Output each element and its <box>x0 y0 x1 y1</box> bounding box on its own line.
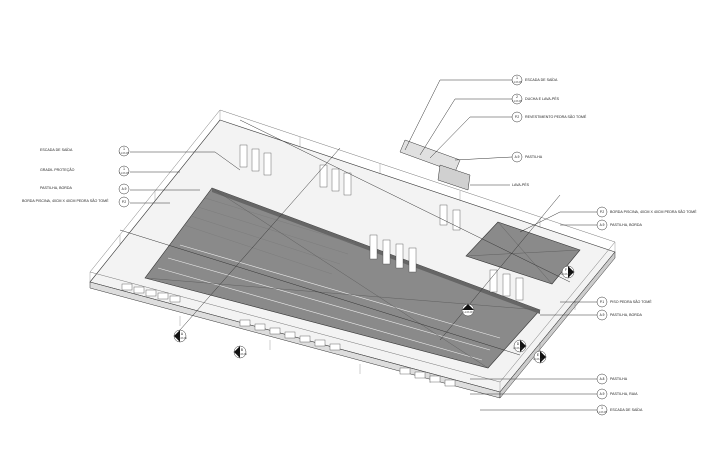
callout-right-4-code: A.8 <box>600 377 605 381</box>
callout-left-2-bubble <box>118 183 130 195</box>
callout-left-1-text: GRADIL PROTEÇÃO <box>40 167 75 172</box>
svg-text:L1.03.06: L1.03.06 <box>533 358 543 361</box>
small-pool <box>465 221 581 285</box>
callout-right-0-code: P.2 <box>600 210 605 214</box>
callout-left-3-code: P.2 <box>122 200 127 204</box>
section-mark-e: E L1.03.06 <box>533 350 547 364</box>
callout-right-2-code: P.1 <box>600 300 605 304</box>
callout-right-5-bubble <box>596 388 608 400</box>
callout-left-2-text: PASTILHA, BORDA <box>40 186 72 190</box>
callout-right-1-code: A.9 <box>600 223 605 227</box>
callout-left-3-bubble <box>118 196 130 208</box>
section-mark-f: F L1.03.06 <box>561 265 575 279</box>
svg-text:E: E <box>537 353 539 357</box>
svg-text:D: D <box>517 342 520 346</box>
callouts-top: 1 L1.03.06 ESCADA DE SAÍDA 2 L1.03.06 DU… <box>404 74 587 187</box>
svg-text:L1.03.06: L1.03.06 <box>177 337 187 340</box>
callout-right-1-bubble <box>596 219 608 231</box>
svg-text:L1.03.06: L1.03.06 <box>463 311 473 314</box>
svg-text:L1.03.06: L1.03.06 <box>513 347 523 350</box>
callout-right-1-text: PASTILHA, BORDA <box>610 223 642 227</box>
callout-top-1-text: DUCHA E LAVA-PÉS <box>525 96 560 101</box>
svg-text:L1.03.06: L1.03.06 <box>237 353 247 356</box>
callout-right-5-code: A.9 <box>600 392 605 396</box>
callout-left-0-text: ESCADA DE SAÍDA <box>40 148 73 152</box>
section-mark-b: B L1.03.06 <box>233 345 247 359</box>
section-mark-d: D L1.03.06 <box>513 339 527 353</box>
svg-text:B: B <box>241 348 243 352</box>
section-marks: A L1.03.06 B L1.03.06 C L1.03.06 D L1.03… <box>173 265 575 364</box>
callout-left-1-bubble <box>118 165 130 177</box>
callout-left-3-text: BORDA PISCINA, 40CM X 40CM PEDRA SÃO TOM… <box>22 198 109 203</box>
sun-loungers <box>121 144 524 387</box>
callout-left-1-sub: L1.03.06 <box>119 172 129 175</box>
svg-text:L1.03.06: L1.03.06 <box>561 273 571 276</box>
callout-right-3-bubble <box>596 309 608 321</box>
callout-right-6-text: ESCADA DE SAÍDA <box>610 408 643 412</box>
callout-top-1-code: 2 <box>516 95 518 99</box>
svg-text:F: F <box>565 268 567 272</box>
callout-top-3-text: PASTILHA <box>525 155 543 159</box>
callout-right-0-text: BORDA PISCINA, 40CM X 40CM PEDRA SÃO TOM… <box>610 209 697 214</box>
callout-top-0-code: 1 <box>516 76 518 80</box>
callout-right-3-code: A.9 <box>600 313 605 317</box>
callout-right-2-bubble <box>596 296 608 308</box>
shower-block <box>399 139 471 191</box>
callout-top-2-text: REVESTIMENTO PEDRA SÃO TOMÉ <box>525 114 587 119</box>
callout-top-3-code: A.9 <box>515 155 520 159</box>
callout-right-3-text: PASTILHA, BORDA <box>610 313 642 317</box>
callout-top-1-sub: L1.03.06 <box>512 100 522 103</box>
callouts-right: P.2 BORDA PISCINA, 40CM X 40CM PEDRA SÃO… <box>470 206 697 416</box>
callout-top-0-sub: L1.03.06 <box>512 81 522 84</box>
callout-top-0-text: ESCADA DE SAÍDA <box>525 78 558 82</box>
svg-text:C: C <box>467 306 470 310</box>
section-lines <box>119 119 571 356</box>
callout-top-0-bubble <box>511 74 523 86</box>
callout-left-0-code: 1 <box>123 147 125 151</box>
callout-right-4-bubble <box>596 373 608 385</box>
callout-left-0-bubble <box>118 145 130 157</box>
svg-text:A: A <box>181 332 184 336</box>
callout-right-6-sub: L1.03.06 <box>597 411 607 414</box>
callout-right-2-text: PISO PEDRA SÃO TOMÉ <box>610 299 652 304</box>
callout-top-3-bubble <box>511 151 523 163</box>
callout-right-4-text: PASTILHA <box>610 377 628 381</box>
callouts-left: ESCADA DE SAÍDA 1 L1.03.06 GRADIL PROTEÇ… <box>22 145 241 208</box>
callout-left-1-code: 1 <box>123 167 125 171</box>
callout-top-2-bubble <box>511 111 523 123</box>
callout-left-0-sub: L1.03.06 <box>119 152 129 155</box>
callout-right-6-bubble <box>596 404 608 416</box>
callout-top-2-code: P.2 <box>515 115 520 119</box>
callout-left-2-code: A.9 <box>122 187 127 191</box>
section-mark-a: A L1.03.06 <box>173 329 187 343</box>
callout-right-5-text: PASTILHA, RAIA <box>610 392 638 396</box>
callout-top-1-bubble <box>511 93 523 105</box>
section-mark-c: C L1.03.06 <box>461 303 475 317</box>
callout-right-0-bubble <box>596 206 608 218</box>
callout-top-4-text: LAVA-PÉS <box>512 182 530 187</box>
callout-right-6-code: 1 <box>601 406 603 410</box>
